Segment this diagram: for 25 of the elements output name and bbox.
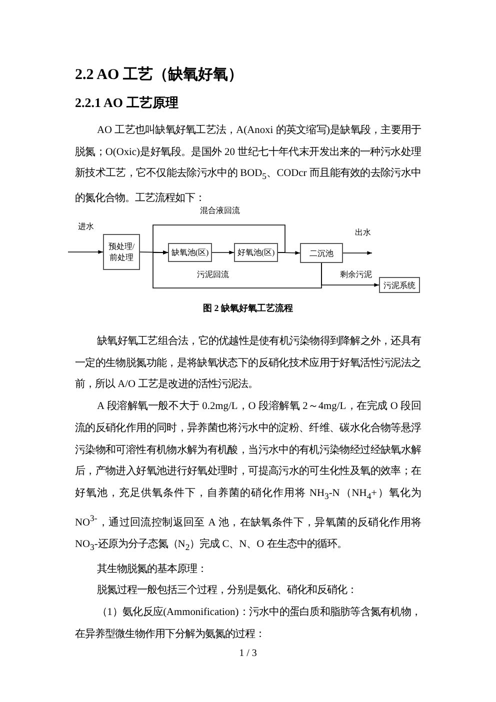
arrow [342, 251, 372, 255]
edge-label: 剩余污泥 [340, 270, 372, 280]
edge-label: 进水 [78, 222, 94, 232]
paragraph: 脱氮过程一般包括三个过程，分别是氨化、硝化和反硝化： [96, 583, 358, 598]
arrow [68, 250, 104, 254]
section-subheading: 2.2.1 AO 工艺原理 [75, 94, 178, 112]
edge-label: 混合液回流 [200, 206, 240, 216]
arrow [321, 262, 380, 287]
process-box: 污泥系统 [379, 277, 420, 293]
paragraph: 其生物脱氮的基本原理： [96, 562, 208, 577]
paragraph: A 段溶解氧一般不大于 0.2mg/L，O 段溶解氧 2～4mg/L，在完成 O 段回流的反硝化作用的同时，异养菌也将污水中的淀粉、纤维、碳水化合物等悬浮污染物和可溶性有机物水解为有机酸，当污水中的有机污染物经过经缺氧水解后，产物进入好氧池进行好氧处理时，可提高污水的可生化性及氧的效率；在好氧池，充足供氧条件下，自养菌的硝化作用将 NH$_{3}$-N（NH$_{4}$+）氧化为 NO$^{3-}$，通过回流控制返回至 A 池，在缺氧条件下，异氧菌的反硝化作用将 NO$_{3}$-还原为分子态氮（N$_{2}$）完成 C、N、O 在生态中的循环。 [75, 399, 421, 554]
paragraph: 缺氧好氧工艺组合法，它的优越性是使有机污染物得到降解之外，还具有一定的生物脱氮功能，是将缺氧状态下的反硝化技术应用于好氧活性污泥法之前，所以 A/O 工艺是改进的活性污泥法。 [75, 334, 421, 392]
process-box: 二沉池 [300, 243, 343, 263]
process-box: 好氧池(区) [234, 243, 278, 262]
edge-label: 污泥回流 [197, 270, 229, 280]
arrow [152, 224, 286, 254]
process-box: 缺氧池(区) [168, 243, 212, 262]
arrow [152, 250, 322, 288]
paragraph: （1）氨化反应(Ammonification)：污水中的蛋白质和脂肪等含氮有机物，在异养型微生物作用下分解为氨氮的过程： [75, 605, 421, 642]
section-heading: 2.2 AO 工艺（缺氧好氧） [75, 65, 243, 85]
arrow [212, 250, 234, 254]
figure-caption: 图 2 缺氧好氧工艺流程 [202, 302, 294, 314]
process-box: 预处理/前处理 [103, 234, 140, 270]
edge-label: 出水 [355, 228, 371, 238]
page-number: 1 / 3 [238, 647, 258, 661]
